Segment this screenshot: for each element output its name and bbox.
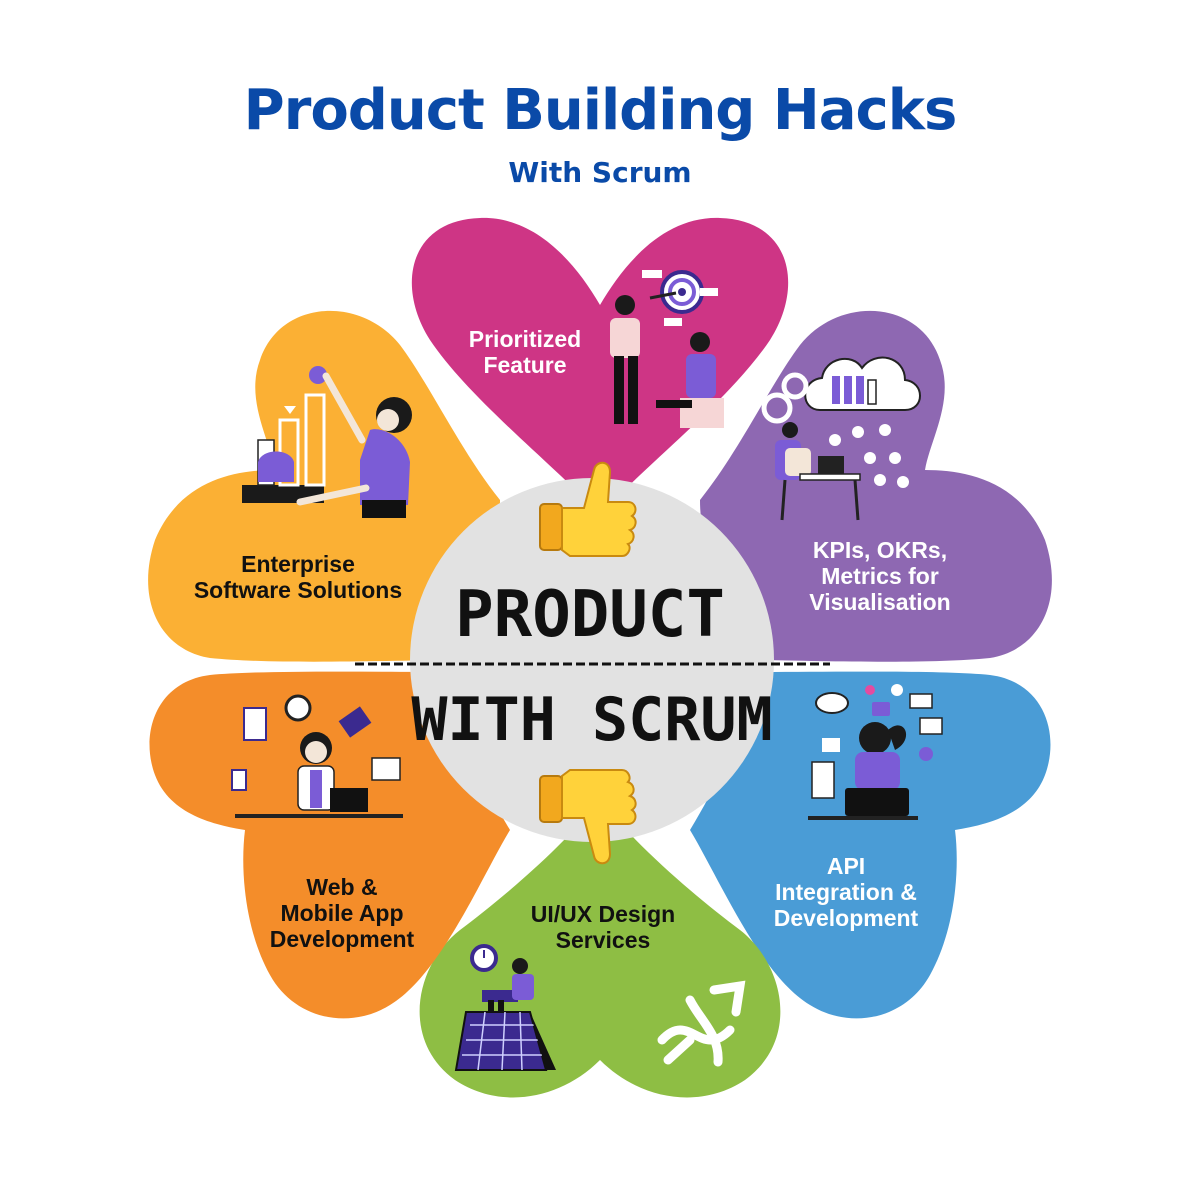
- center-top-text: PRODUCT: [455, 578, 725, 652]
- label-line: KPIs, OKRs,: [813, 537, 947, 563]
- arrows-icon: [657, 980, 746, 1067]
- page-title: Product Building Hacks: [243, 78, 958, 143]
- bar-chart-illustration: [242, 366, 412, 518]
- center-bottom-text: WITH SCRUM: [411, 685, 772, 755]
- target-meeting-illustration: [610, 270, 724, 428]
- petal-web-mobile-app: [149, 671, 511, 1019]
- label-line: Feature: [483, 352, 566, 378]
- label-line: Services: [556, 927, 651, 953]
- label-line: UI/UX Design: [531, 901, 675, 927]
- label-line: Development: [774, 905, 919, 931]
- label-line: API: [827, 853, 865, 879]
- label-line: Visualisation: [809, 589, 950, 615]
- label-line: Prioritized: [469, 326, 581, 352]
- label-line: Development: [270, 926, 415, 952]
- label-line: Integration &: [775, 879, 917, 905]
- label-line: Software Solutions: [194, 577, 402, 603]
- ui-ux-illustration: [454, 944, 556, 1071]
- page-subtitle: With Scrum: [508, 156, 692, 189]
- multitasking-illustration: [231, 694, 403, 818]
- label-line: Mobile App: [280, 900, 403, 926]
- petal-api-integration: [690, 671, 1051, 1019]
- thumbs-up-icon: [539, 461, 637, 557]
- thumbs-down-icon: [539, 769, 637, 865]
- label-line: Metrics for: [821, 563, 939, 589]
- api-workspace-illustration: [808, 684, 943, 820]
- cloud-analytics-illustration: [761, 356, 921, 521]
- label-line: Enterprise: [241, 551, 355, 577]
- center-circle: [410, 478, 774, 842]
- label-line: Web &: [306, 874, 377, 900]
